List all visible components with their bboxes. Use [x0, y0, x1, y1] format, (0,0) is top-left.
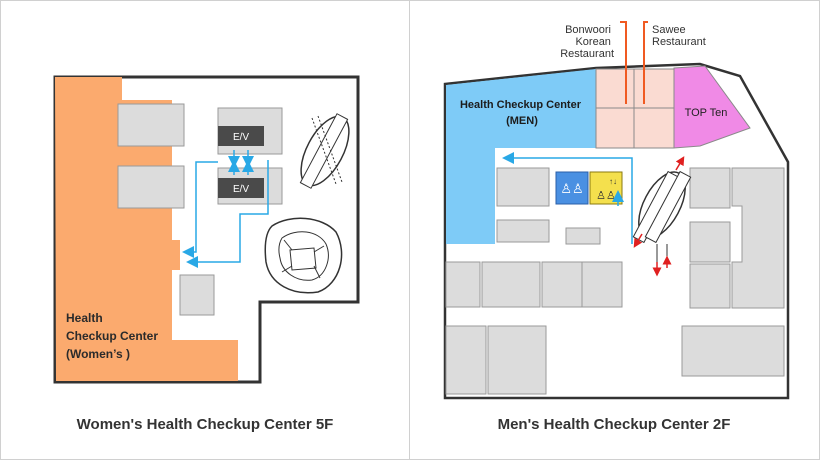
escalator-icon — [299, 113, 350, 189]
elevator-top-label: E/V — [233, 132, 249, 143]
bonwoori-label: Bonwoori Korean Restaurant — [560, 24, 614, 60]
mens-center-label: Health Checkup Center (MEN) — [460, 99, 584, 127]
elevator-bottom-label: E/V — [233, 184, 249, 195]
spiral-stairs-icon — [264, 217, 343, 294]
sawee-label: Sawee Restaurant — [652, 24, 706, 48]
svg-text:♙♙: ♙♙ — [596, 190, 616, 202]
elevator-bottom[interactable] — [218, 178, 264, 198]
escalator-icon — [632, 156, 692, 277]
elevator-icon — [589, 171, 623, 205]
mens-floor-map: TOP Ten ♙♙ ↑↓ ♙♙ — [443, 21, 790, 400]
elevator-top[interactable] — [218, 126, 264, 146]
top-ten-label: TOP Ten — [685, 107, 728, 119]
womens-center-area[interactable] — [55, 77, 238, 381]
restroom-icon — [555, 171, 589, 205]
room — [117, 103, 185, 147]
route-arrow-icon — [186, 160, 269, 268]
restaurant-pointer — [620, 21, 627, 104]
route-arrow-icon — [182, 161, 218, 258]
mens-center-area[interactable] — [446, 69, 596, 244]
room — [117, 165, 185, 209]
top-ten-shop[interactable] — [673, 65, 751, 149]
left-map-caption: Women's Health Checkup Center 5F — [77, 416, 334, 433]
panel-divider — [409, 0, 410, 460]
svg-text:♙♙: ♙♙ — [560, 181, 583, 196]
room — [179, 274, 215, 316]
womens-floor-map: E/V E/V Health Checkup — [53, 75, 360, 384]
womens-center-label: Health Checkup Center (Women’s ) — [66, 311, 161, 361]
rooms — [445, 167, 785, 395]
route-arrow-icon — [502, 152, 633, 244]
svg-text:↑↓: ↑↓ — [609, 177, 617, 186]
right-map-caption: Men's Health Checkup Center 2F — [498, 416, 731, 433]
restaurant-pointer — [643, 21, 648, 104]
